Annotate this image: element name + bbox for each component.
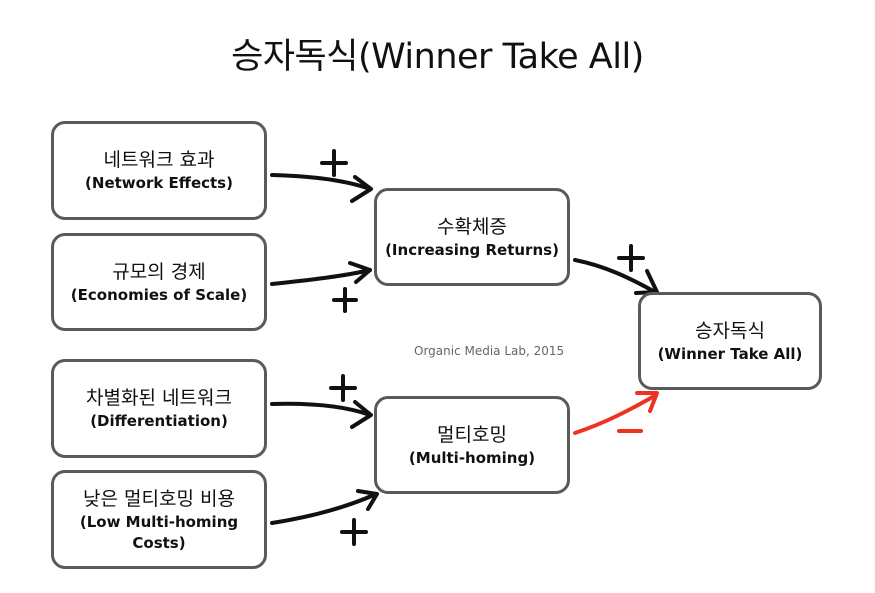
node-economies-of-scale: 규모의 경제 (Economies of Scale): [51, 233, 267, 331]
node-label-en: (Network Effects): [85, 174, 233, 192]
edge-scale-to-increasing: [270, 261, 372, 286]
node-winner-take-all: 승자독식 (Winner Take All): [638, 292, 822, 390]
node-label-en: (Increasing Returns): [385, 240, 559, 259]
node-label-ko: 승자독식: [695, 319, 765, 342]
node-label-en: (Differentiation): [90, 412, 228, 430]
node-label-ko: 수확체증: [437, 215, 507, 238]
arrowhead-icon: [348, 261, 372, 284]
plus-sign-icon: [617, 244, 645, 272]
credit-text: Organic Media Lab, 2015: [414, 344, 565, 358]
node-differentiation: 차별화된 네트워크 (Differentiation): [51, 359, 267, 458]
node-label-ko: 멀티호밍: [437, 423, 507, 446]
arrowhead-icon: [635, 391, 659, 413]
node-label-ko: 규모의 경제: [112, 260, 206, 283]
node-label-en: (Multi-homing): [408, 448, 536, 467]
edge-network-to-increasing: [270, 173, 373, 203]
node-multi-homing: 멀티호밍 (Multi-homing): [374, 396, 570, 494]
edge-lowcost-to-multi: [270, 489, 379, 525]
arrowhead-icon: [350, 400, 373, 429]
edge-diff-to-multi: [270, 400, 373, 429]
plus-sign-icon: [340, 518, 368, 546]
node-label-en: (Low Multi-homing Costs): [79, 512, 239, 552]
arrowhead-icon: [356, 489, 379, 511]
edge-increasing-to-winner: [573, 258, 659, 295]
node-label-ko: 네트워크 효과: [103, 149, 215, 171]
node-increasing-returns: 수확체증 (Increasing Returns): [374, 188, 570, 286]
plus-sign-icon: [329, 374, 357, 402]
arrowhead-icon: [350, 175, 373, 203]
node-label-ko: 낮은 멀티호밍 비용: [83, 487, 235, 510]
plus-sign-icon: [332, 287, 358, 313]
node-label-ko: 차별화된 네트워크: [86, 387, 232, 409]
node-low-multihoming-costs: 낮은 멀티호밍 비용 (Low Multi-homing Costs): [51, 470, 267, 569]
diagram-title: 승자독식(Winner Take All): [231, 37, 644, 77]
plus-sign-icon: [320, 149, 348, 177]
node-label-en: (Winner Take All): [657, 344, 803, 363]
edge-multi-to-winner: [573, 391, 659, 435]
node-network-effects: 네트워크 효과 (Network Effects): [51, 121, 267, 220]
node-label-en: (Economies of Scale): [70, 285, 248, 304]
